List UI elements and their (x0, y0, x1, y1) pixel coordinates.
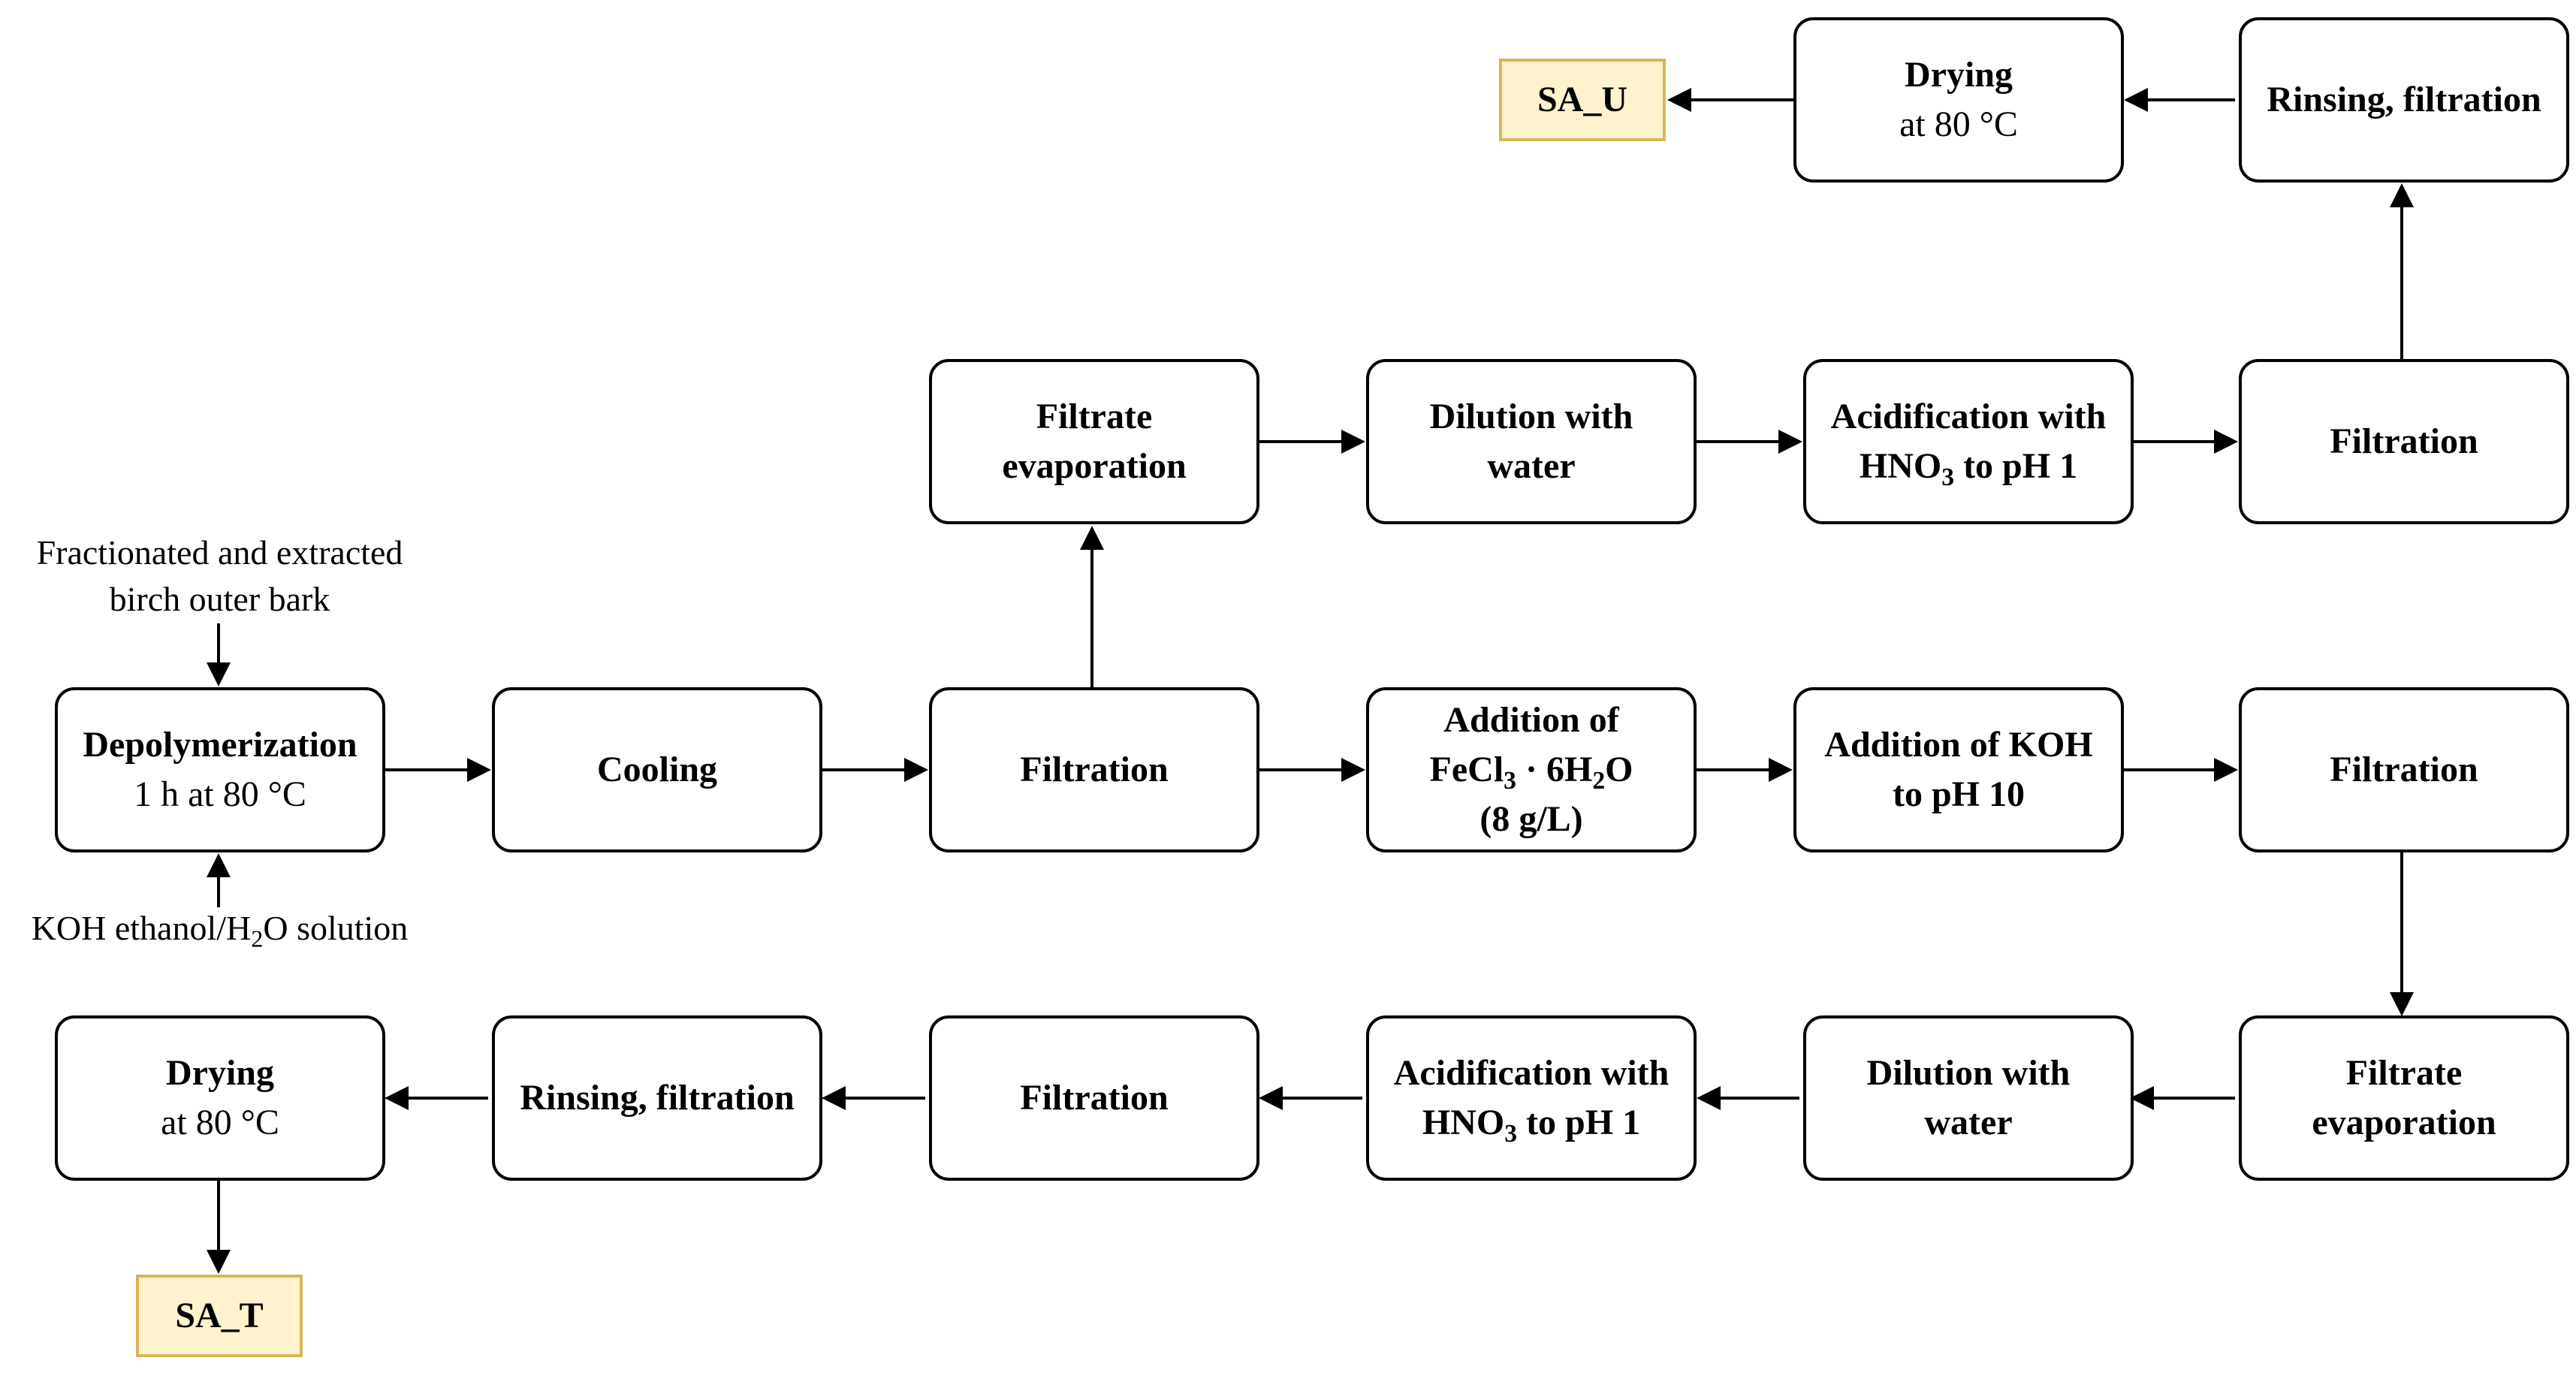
depolymerization-step: Depolymerization 1 h at 80 °C (55, 687, 385, 852)
bark-input-label: Fractionated and extracted birch outer b… (36, 533, 403, 618)
cooling-step: Cooling (492, 687, 822, 852)
lower-dilution-step: Dilution with water (1803, 1015, 2134, 1181)
lower-rinsing-step: Rinsing, filtration (492, 1015, 822, 1181)
filtration-step-2: Filtration (2239, 687, 2569, 852)
upper-rinsing-step: Rinsing, filtration (2239, 17, 2569, 183)
lower-acidification-step: Acidification with HNO3 to pH 1 (1366, 1015, 1697, 1181)
filtration-step: Filtration (929, 687, 1259, 852)
upper-drying-step: Drying at 80 °C (1793, 17, 2124, 183)
lower-filtration-step: Filtration (929, 1015, 1259, 1181)
lower-drying-step: Drying at 80 °C (55, 1015, 385, 1181)
koh-solution-label: KOH ethanol/H2O solution (31, 909, 409, 952)
upper-filtration-step: Filtration (2239, 359, 2569, 524)
upper-dilution-step: Dilution with water (1366, 359, 1697, 524)
upper-acidification-step: Acidification with HNO3 to pH 1 (1803, 359, 2134, 524)
koh-addition-step: Addition of KOH to pH 10 (1793, 687, 2124, 852)
upper-filtrate-evaporation-step: Filtrate evaporation (929, 359, 1259, 524)
sa-u-output: SA_U (1499, 59, 1666, 141)
fecl3-addition-step: Addition of FeCl3 · 6H2O (8 g/L) (1366, 687, 1697, 852)
sa-t-output: SA_T (136, 1275, 303, 1357)
lower-filtrate-evaporation-step: Filtrate evaporation (2239, 1015, 2569, 1181)
